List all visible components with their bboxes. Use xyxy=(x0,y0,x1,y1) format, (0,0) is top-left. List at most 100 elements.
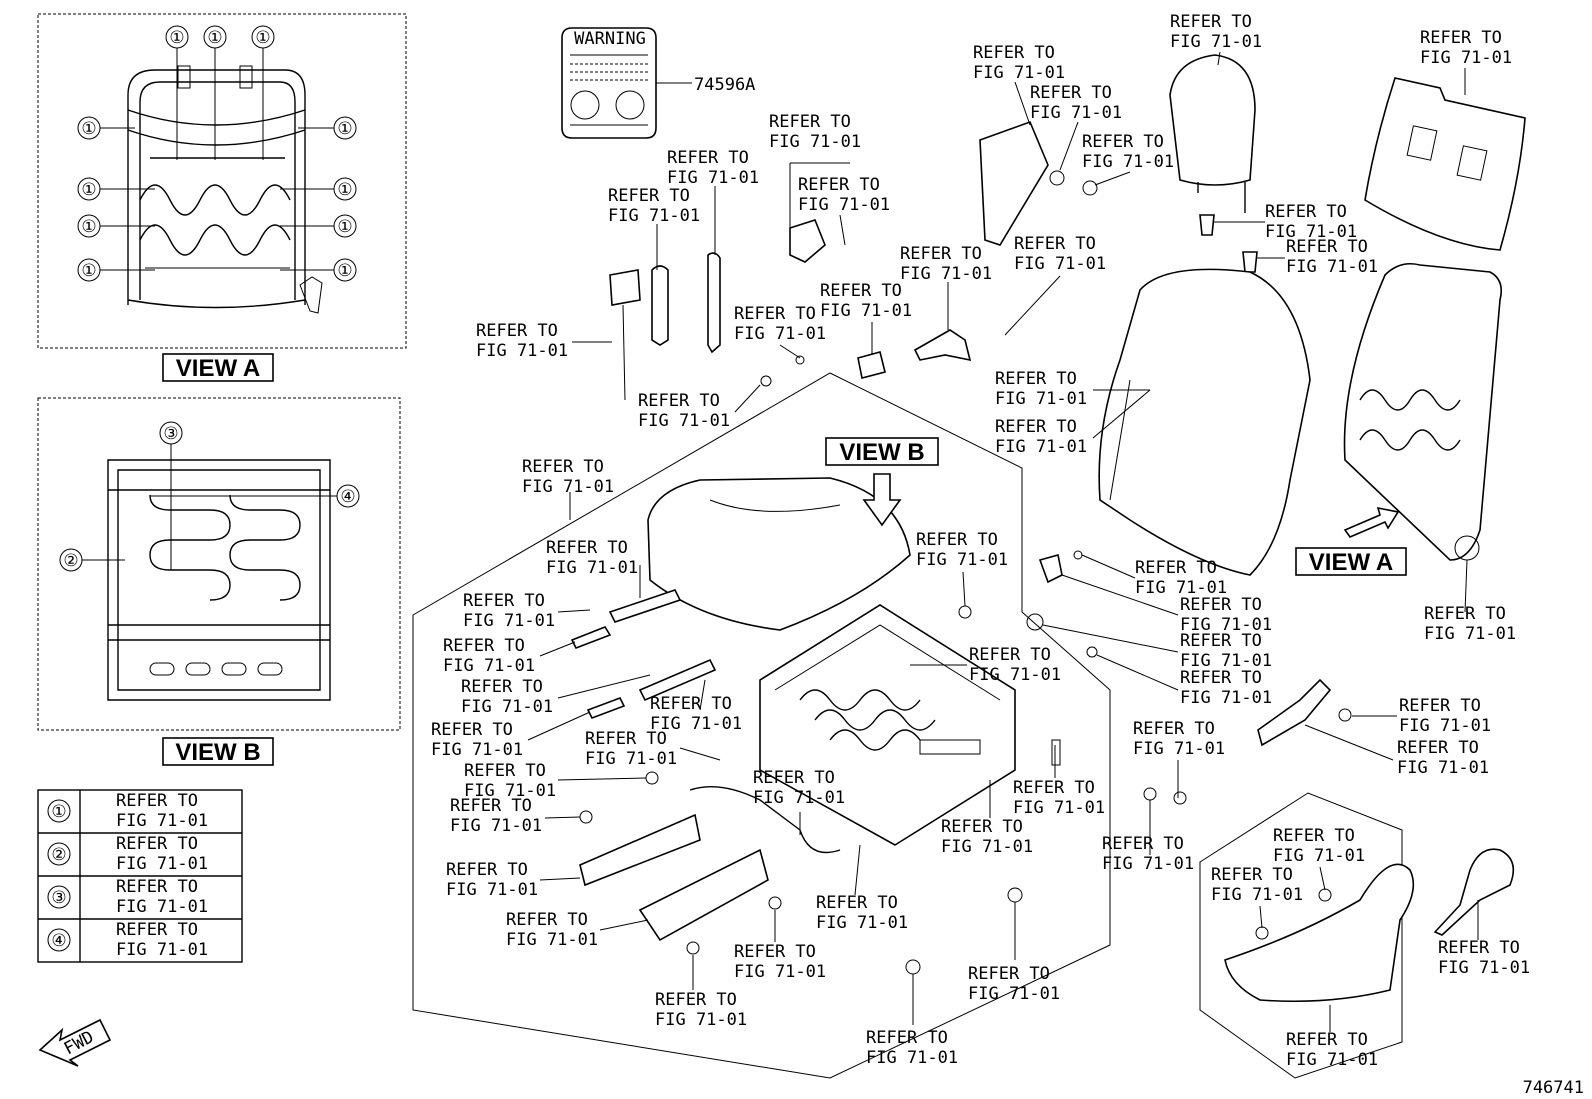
svg-text:REFER TO: REFER TO xyxy=(1180,595,1262,615)
recliner-cover-part xyxy=(789,219,826,263)
svg-text:REFER TO: REFER TO xyxy=(1399,696,1481,716)
svg-text:REFER TO: REFER TO xyxy=(1265,202,1347,222)
svg-text:REFER TO: REFER TO xyxy=(546,538,628,558)
svg-text:FIG 71-01: FIG 71-01 xyxy=(798,195,890,215)
side-shield-group-outline xyxy=(1199,792,1403,1079)
svg-text:FIG 71-01: FIG 71-01 xyxy=(995,389,1087,409)
legend-text: REFER TO xyxy=(116,791,198,811)
seat-cushion-pad xyxy=(647,477,911,631)
svg-text:REFER TO: REFER TO xyxy=(1424,604,1506,624)
nut-part xyxy=(1049,170,1065,186)
svg-text:REFER TO: REFER TO xyxy=(1420,28,1502,48)
svg-text:REFER TO: REFER TO xyxy=(1438,938,1520,958)
svg-text:REFER TO: REFER TO xyxy=(431,720,513,740)
svg-text:REFER TO: REFER TO xyxy=(522,457,604,477)
svg-text:REFER TO: REFER TO xyxy=(1211,865,1293,885)
svg-text:FIG 71-01: FIG 71-01 xyxy=(431,740,523,760)
seatback-frame-part xyxy=(1343,262,1503,561)
bolt-part xyxy=(1143,787,1157,801)
view-a-frame-outline xyxy=(127,69,306,305)
svg-text:FIG 71-01: FIG 71-01 xyxy=(816,913,908,933)
svg-text:FIG 71-01: FIG 71-01 xyxy=(820,301,912,321)
bolt-part xyxy=(795,355,805,365)
svg-text:FIG 71-01: FIG 71-01 xyxy=(464,781,556,801)
svg-text:REFER TO: REFER TO xyxy=(667,148,749,168)
bracket-part xyxy=(1257,678,1332,747)
svg-text:FIG 71-01: FIG 71-01 xyxy=(1135,578,1227,598)
legend-row: ③ REFER TO FIG 71-01 xyxy=(47,877,208,917)
svg-text:REFER TO: REFER TO xyxy=(461,677,543,697)
seatback-pad-part xyxy=(1364,77,1526,251)
legend-text: FIG 71-01 xyxy=(116,811,208,831)
headrest-part xyxy=(1169,54,1256,186)
warning-label-icon: WARNING xyxy=(561,27,657,139)
svg-text:FIG 71-01: FIG 71-01 xyxy=(995,437,1087,457)
svg-text:FIG 71-01: FIG 71-01 xyxy=(916,550,1008,570)
clip-part xyxy=(857,351,886,379)
seat-cushion-group-outline xyxy=(412,372,1111,1079)
svg-text:REFER TO: REFER TO xyxy=(1170,12,1252,32)
svg-text:REFER TO: REFER TO xyxy=(1133,719,1215,739)
callout-4: ④ xyxy=(340,487,355,507)
svg-text:FIG 71-01: FIG 71-01 xyxy=(941,837,1033,857)
headrest-guide-part xyxy=(1242,251,1258,273)
view-a-title: VIEW A xyxy=(176,355,260,382)
svg-text:FIG 71-01: FIG 71-01 xyxy=(1265,222,1357,242)
callout-1: ① xyxy=(81,217,96,237)
clip-part xyxy=(609,269,641,306)
svg-text:FIG 71-01: FIG 71-01 xyxy=(1286,1050,1378,1070)
view-b-pointer-box xyxy=(825,437,939,466)
shield-part xyxy=(638,848,769,942)
svg-text:FIG 71-01: FIG 71-01 xyxy=(1014,254,1106,274)
svg-text:FIG 71-01: FIG 71-01 xyxy=(969,665,1061,685)
bolt-part xyxy=(1073,550,1083,560)
svg-text:FIG 71-01: FIG 71-01 xyxy=(1180,688,1272,708)
svg-text:FIG 71-01: FIG 71-01 xyxy=(443,656,535,676)
svg-text:FIG 71-01: FIG 71-01 xyxy=(973,63,1065,83)
svg-text:REFER TO: REFER TO xyxy=(816,893,898,913)
svg-text:REFER TO: REFER TO xyxy=(464,761,546,781)
bolt-part xyxy=(1173,791,1187,805)
svg-text:FIG 71-01: FIG 71-01 xyxy=(446,880,538,900)
svg-text:REFER TO: REFER TO xyxy=(1013,778,1095,798)
svg-text:FIG 71-01: FIG 71-01 xyxy=(968,984,1060,1004)
legend-number: ② xyxy=(51,845,66,865)
svg-text:FIG 71-01: FIG 71-01 xyxy=(1133,739,1225,759)
svg-text:REFER TO: REFER TO xyxy=(1102,834,1184,854)
strap-part xyxy=(707,252,721,354)
svg-text:REFER TO: REFER TO xyxy=(1030,83,1112,103)
bolt-part xyxy=(645,771,659,785)
bolt-part xyxy=(958,605,972,619)
legend-text: FIG 71-01 xyxy=(116,897,208,917)
callout-1: ① xyxy=(207,28,222,48)
seat-frame xyxy=(759,604,1016,846)
svg-text:FIG 71-01: FIG 71-01 xyxy=(734,962,826,982)
svg-text:FIG 71-01: FIG 71-01 xyxy=(1102,854,1194,874)
bolt-part xyxy=(1318,888,1332,902)
svg-text:FIG 71-01: FIG 71-01 xyxy=(1438,958,1530,978)
bolt-part xyxy=(905,959,921,975)
